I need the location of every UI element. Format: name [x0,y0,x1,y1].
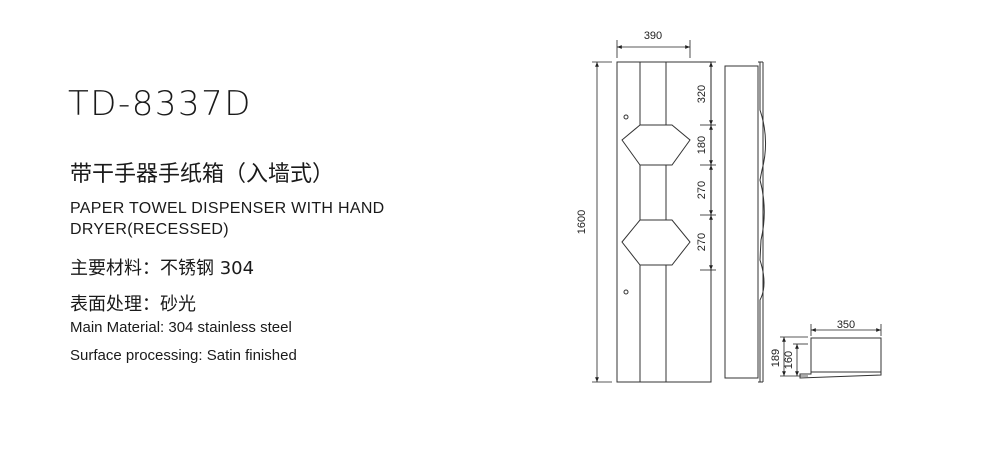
segment-1-label: 320 [696,85,708,103]
height-dimension [592,61,612,383]
segment-dimensions [700,61,716,271]
surface-cn: 表面处理：砂光 [70,294,196,315]
upper-dispenser-opening [621,124,691,166]
segment-3-label: 270 [696,181,708,199]
width-label: 390 [644,30,662,42]
top-box-outline [810,337,882,373]
lock-hole-lower [623,289,629,295]
surface-en: Surface processing: Satin finished [70,347,297,364]
segment-4-label: 270 [696,233,708,251]
width-dimension [616,40,691,58]
segment-2-label: 180 [696,136,708,154]
material-en: Main Material: 304 stainless steel [70,319,292,336]
box-width-label: 350 [837,319,855,331]
box-width-dimension [810,324,882,336]
lock-hole-upper [623,114,629,120]
side-body-outline [724,65,759,379]
box-depth-outer-label: 189 [770,349,782,367]
product-title-cn: 带干手器手纸箱（入墙式） [70,162,335,187]
height-label: 1600 [576,210,588,234]
box-depth-inner-label: 160 [783,351,795,369]
product-title-en: PAPER TOWEL DISPENSER WITH HAND DRYER(RE… [70,200,385,238]
front-view [616,61,712,383]
model-number: TD-8337D [68,84,252,124]
material-cn: 主要材料：不锈钢 304 [70,258,255,279]
lower-dryer-opening [621,219,691,266]
side-view [724,61,766,383]
box-depth-dimensions [780,336,808,377]
top-view [799,337,882,379]
